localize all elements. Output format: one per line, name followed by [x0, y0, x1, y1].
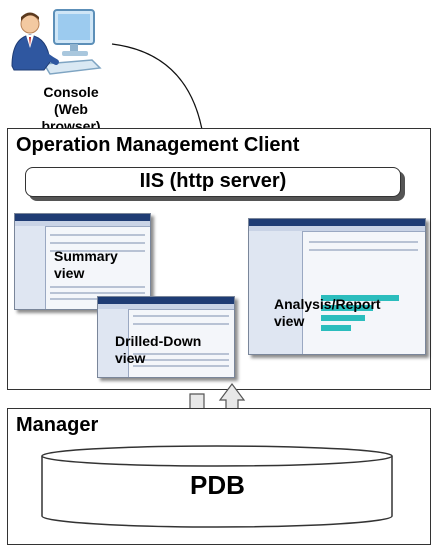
iis-http-server-bar: IIS (http server)	[25, 167, 401, 197]
analysis-report-view-screenshot	[248, 218, 426, 355]
chart-bar	[321, 305, 373, 311]
drilled-down-view-label: Drilled-Down view	[115, 333, 201, 367]
summary-view-screenshot	[14, 213, 151, 310]
chart-bar	[321, 295, 399, 301]
manager-title: Manager	[16, 414, 99, 436]
drilled-down-view-label-line1: Drilled-Down	[115, 333, 202, 349]
console-label-line1: Console	[43, 84, 99, 100]
summary-view-label-line2: view	[54, 265, 85, 281]
analysis-report-view-label-line1: Analysis/Report	[274, 296, 381, 312]
pdb-database-cylinder	[41, 445, 393, 528]
summary-view-label: Summary view	[54, 248, 118, 282]
analysis-report-view-label: Analysis/Report view	[274, 296, 381, 330]
iis-label: IIS (http server)	[139, 170, 287, 192]
omc-title: Operation Management Client	[16, 134, 300, 156]
chart-bar	[321, 325, 351, 331]
chart-bar	[321, 315, 365, 321]
pdb-label: PDB	[190, 470, 245, 500]
user-at-computer-icon	[4, 4, 104, 78]
summary-view-label-line1: Summary	[54, 248, 118, 264]
drilled-down-view-label-line2: view	[115, 350, 146, 366]
analysis-report-view-label-line2: view	[274, 313, 305, 329]
drilled-down-view-screenshot	[97, 296, 235, 378]
